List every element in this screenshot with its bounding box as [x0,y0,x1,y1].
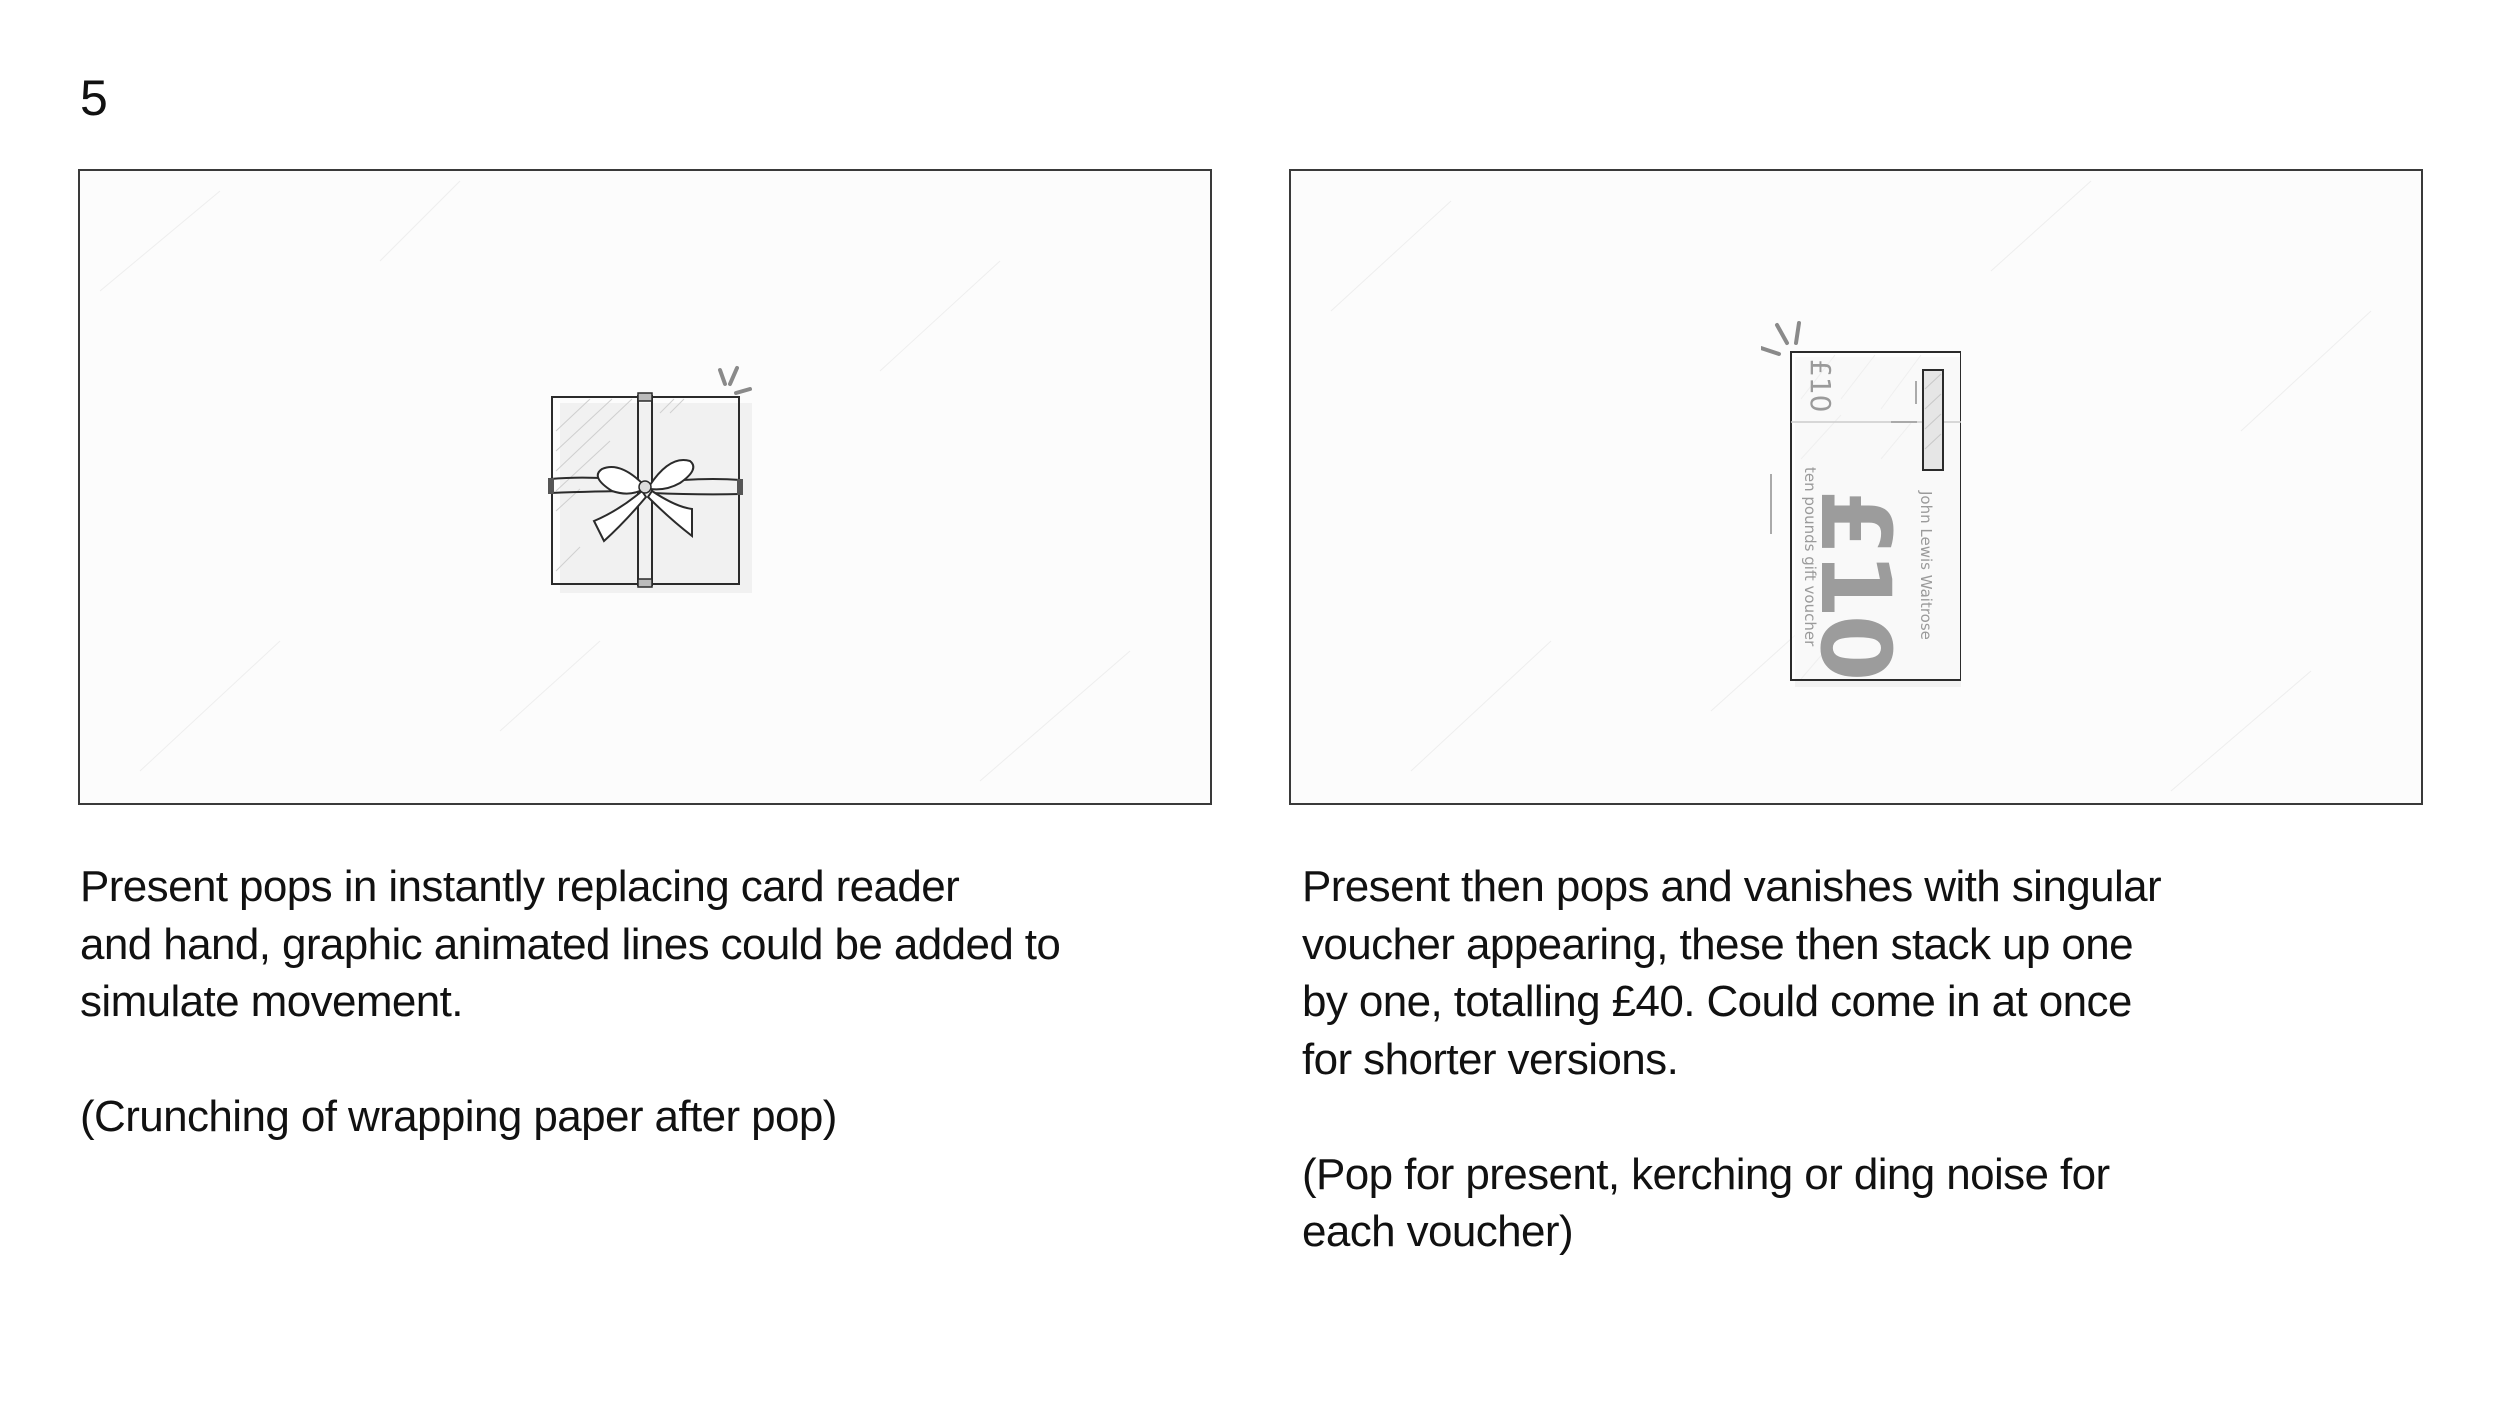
caption-line: simulate movement. [80,977,464,1026]
pencil-texture [99,180,1131,782]
sound-note: each voucher) [1302,1207,1574,1256]
gift-box-icon [548,366,752,593]
caption-line: voucher appearing, these then stack up o… [1302,919,2134,969]
caption-line: and hand, graphic animated lines could b… [80,919,1061,969]
caption-left: Present pops in instantly replacing card… [80,858,1180,1146]
caption-line: by one, totalling £40. Could come in at … [1302,977,2132,1026]
pop-lines-icon [1761,321,1801,356]
sound-note: (Pop for present, kerching or ding noise… [1302,1149,2110,1199]
caption-line: Present pops in instantly replacing card… [80,862,960,911]
storyboard-frame-left [78,169,1212,805]
storyboard-frame-right: £10 £10 John Lewis Waitrose ten pounds g… [1289,169,2423,805]
voucher-brand: John Lewis Waitrose [1917,491,1935,640]
voucher-small-value: £10 [1804,359,1837,413]
caption-line: Present then pops and vanishes with sing… [1302,862,2162,911]
voucher-icon: £10 £10 John Lewis Waitrose ten pounds g… [1761,319,1961,689]
voucher-description: ten pounds gift voucher [1801,467,1819,647]
caption-line: for shorter versions. [1302,1034,1679,1084]
caption-right: Present then pops and vanishes with sing… [1302,858,2402,1261]
page-number: 5 [80,70,108,126]
sound-note: (Crunching of wrapping paper after pop) [80,1092,837,1141]
pop-lines-icon [718,366,752,395]
